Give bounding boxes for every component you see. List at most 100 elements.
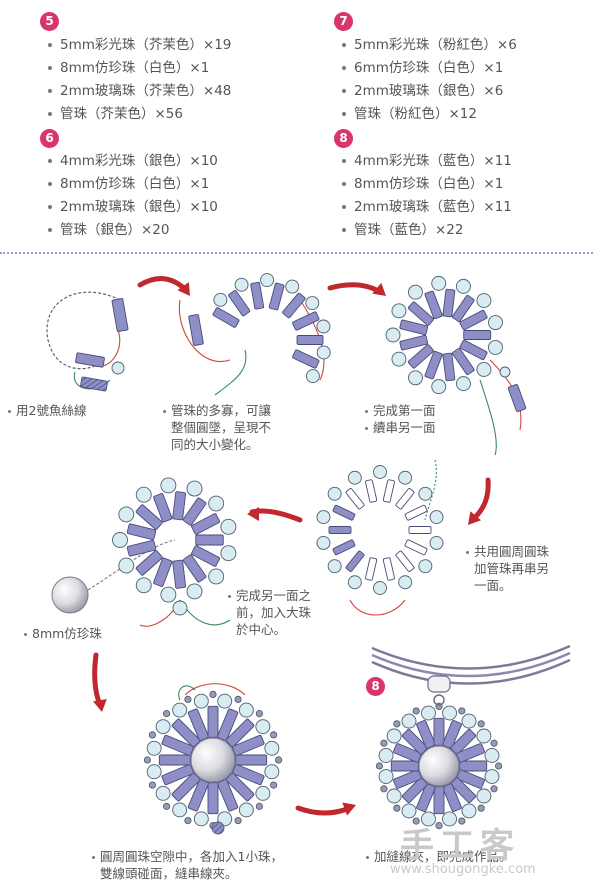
round-bead <box>484 748 500 763</box>
round-bead <box>211 821 225 835</box>
round-bead <box>155 785 171 801</box>
round-bead <box>499 366 511 378</box>
round-bead <box>442 811 457 827</box>
round-bead <box>391 351 407 367</box>
round-bead <box>421 705 436 721</box>
round-bead <box>461 803 477 819</box>
tube-bead <box>188 314 204 346</box>
round-bead <box>398 470 413 485</box>
thread-line <box>424 459 437 521</box>
tube-bead <box>407 301 434 326</box>
tube-bead <box>459 760 488 772</box>
badge-final-8: 8 <box>366 677 385 696</box>
tube-bead <box>217 708 239 741</box>
tube-bead <box>191 513 220 535</box>
round-bead <box>393 720 401 728</box>
tube-bead <box>75 352 105 368</box>
material-item: 管珠（芥茉色）×56 <box>48 103 183 126</box>
round-bead <box>375 762 384 770</box>
round-bead <box>184 695 192 703</box>
round-bead <box>421 811 436 827</box>
tube-bead <box>424 350 443 380</box>
tube-bead <box>225 718 255 748</box>
tube-bead <box>158 754 191 766</box>
round-bead <box>160 586 177 603</box>
thread-line <box>349 599 406 616</box>
round-bead <box>495 762 503 770</box>
round-bead <box>186 583 203 600</box>
tube-bead <box>182 554 207 583</box>
tube-bead <box>365 557 378 581</box>
tube-bead <box>332 504 356 521</box>
tube-bead <box>250 281 265 310</box>
round-bead <box>490 785 498 793</box>
tube-bead <box>296 335 324 345</box>
round-bead <box>386 728 402 744</box>
round-bead <box>305 369 320 384</box>
round-bead <box>347 470 362 485</box>
round-bead <box>264 740 280 756</box>
round-bead <box>391 303 407 319</box>
step-arrows <box>92 276 491 816</box>
tube-bead <box>345 550 365 572</box>
round-bead <box>327 559 342 574</box>
step-arrow <box>295 805 353 816</box>
round-bead <box>255 785 271 801</box>
tube-bead <box>399 319 429 336</box>
caption-step3: 完成第一面 續串另一面 <box>365 402 436 436</box>
thread-line <box>179 599 231 626</box>
material-item: 5mm彩光珠（粉紅色）×6 <box>342 34 517 57</box>
round-bead <box>172 802 188 818</box>
tube-bead <box>456 769 485 789</box>
tube-bead <box>442 288 456 318</box>
round-bead <box>270 781 278 789</box>
round-bead <box>118 557 135 574</box>
material-item: 8mm仿珍珠（白色）×1 <box>342 173 503 196</box>
arrow-head <box>177 282 191 296</box>
thread-line <box>178 299 231 363</box>
round-bead <box>155 719 171 735</box>
tube-bead <box>153 557 173 587</box>
round-bead <box>163 710 171 718</box>
tube-bead <box>171 772 201 802</box>
tube-bead <box>345 488 365 510</box>
section-divider <box>0 252 593 254</box>
tube-bead <box>161 764 194 786</box>
tube-bead <box>401 728 428 755</box>
tube-bead <box>416 720 436 749</box>
round-bead <box>146 740 162 756</box>
necklace-wire <box>371 644 571 706</box>
round-bead <box>172 702 188 718</box>
tube-bead <box>161 734 194 756</box>
caption-step1: 用2號魚絲線 <box>8 402 86 419</box>
round-bead <box>378 769 394 784</box>
tube-bead <box>187 779 209 812</box>
tube-bead <box>235 754 268 766</box>
round-bead <box>193 811 209 827</box>
round-bead <box>217 693 233 709</box>
round-bead <box>455 376 471 392</box>
arrow-head <box>468 511 482 525</box>
round-bead <box>380 739 388 747</box>
tube-bead <box>399 334 429 351</box>
thread-line <box>178 685 196 701</box>
tube-bead <box>207 782 219 815</box>
watermark-url: www.shougongke.com <box>390 862 536 877</box>
tube-bead <box>126 539 157 557</box>
round-bead <box>380 785 388 793</box>
round-bead <box>373 581 387 595</box>
round-bead <box>275 756 283 764</box>
round-bead <box>260 273 275 287</box>
caption-step2: 管珠的多寡，可讓 整個圓墜，呈現不 同的大小變化。 <box>163 402 271 453</box>
tube-bead <box>225 772 255 802</box>
round-bead <box>316 535 331 550</box>
round-bead <box>135 486 152 503</box>
tube-bead <box>172 559 187 589</box>
round-bead <box>146 764 162 780</box>
round-bead <box>401 803 417 819</box>
round-bead <box>255 802 263 810</box>
round-bead <box>347 575 362 590</box>
round-bead <box>476 362 492 377</box>
arrow-head <box>93 698 107 712</box>
tube-bead <box>463 330 492 340</box>
